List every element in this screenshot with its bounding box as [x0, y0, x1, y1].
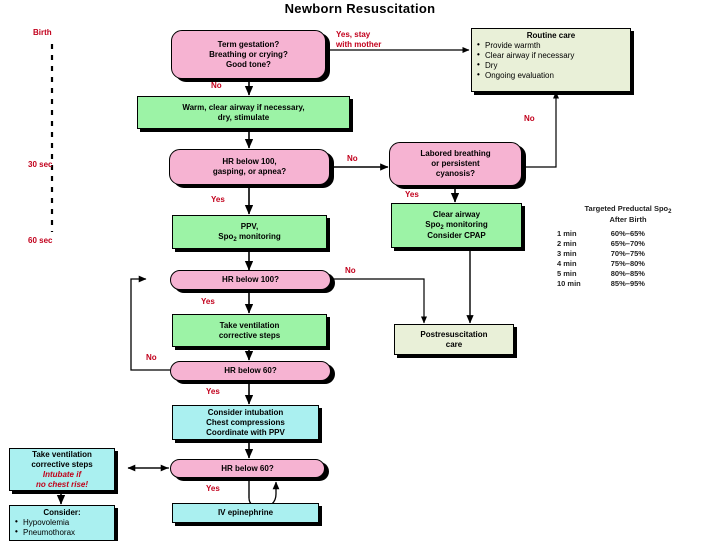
- spo2-range-0: 60%–65%: [610, 228, 645, 238]
- node-term-gestation[interactable]: Term gestation? Breathing or crying? Goo…: [171, 30, 326, 79]
- node-hr100gasp-line1: HR below 100,: [222, 157, 277, 166]
- node-hr-below-60-b[interactable]: HR below 60?: [170, 459, 325, 478]
- node-vent-left-line3: Intubate if: [42, 469, 82, 479]
- spo2-time-2: 3 min: [557, 248, 577, 258]
- edge-label-yes-1: Yes: [211, 195, 225, 204]
- routine-care-bullet-1: Provide warmth: [475, 40, 627, 51]
- node-hr-below-100[interactable]: HR below 100?: [170, 270, 331, 290]
- node-hr-below-100-gasping[interactable]: HR below 100, gasping, or apnea?: [169, 149, 330, 185]
- node-labored-line1: Labored breathing: [420, 149, 491, 158]
- node-vent-left-line1: Take ventilation: [32, 449, 92, 459]
- node-postresus-line2: care: [445, 339, 463, 349]
- timeline-label-birth: Birth: [33, 28, 52, 37]
- spo2-table-row: 1 min 60%–65%: [543, 228, 649, 238]
- spo2-range-4: 80%–85%: [610, 268, 645, 278]
- spo2-range-5: 85%–95%: [610, 278, 645, 288]
- timeline-label-30sec: 30 sec: [28, 160, 53, 169]
- spo2-range-2: 70%–75%: [610, 248, 645, 258]
- spo2-range-3: 75%–80%: [610, 258, 645, 268]
- node-hr60a-line1: HR below 60?: [224, 366, 277, 375]
- page-title: Newborn Resuscitation: [284, 1, 436, 16]
- node-clear-airway-line3: Consider CPAP: [427, 231, 486, 240]
- node-labored-breathing[interactable]: Labored breathing or persistent cyanosis…: [389, 142, 522, 186]
- node-ppv-line1: PPV,: [240, 221, 259, 231]
- node-warm-clear-airway[interactable]: Warm, clear airway if necessary, dry, st…: [137, 96, 350, 129]
- spo2-table-row: 3 min 70%–75%: [543, 248, 649, 258]
- spo2-time-5: 10 min: [557, 278, 581, 288]
- timeline-label-60sec: 60 sec: [28, 236, 53, 245]
- edge-label-no-3: No: [524, 114, 535, 123]
- node-consider-intubation[interactable]: Consider intubation Chest compressions C…: [172, 405, 319, 440]
- routine-care-bullet-2: Clear airway if necessary: [475, 50, 627, 61]
- edge-label-yes-5: Yes: [206, 484, 220, 493]
- node-routine-care[interactable]: Routine care Provide warmth Clear airway…: [471, 28, 631, 92]
- node-ppv[interactable]: PPV, Spo2 monitoring: [172, 215, 327, 249]
- spo2-time-4: 5 min: [557, 268, 577, 278]
- node-postresus-line1: Postresuscitation: [420, 329, 488, 339]
- node-clear-airway[interactable]: Clear airway Spo2 monitoring Consider CP…: [391, 203, 522, 248]
- spo2-table-row: 5 min 80%–85%: [543, 268, 649, 278]
- node-vent-left-line4: no chest rise!: [35, 479, 88, 489]
- node-hr100-line1: HR below 100?: [222, 275, 279, 284]
- node-labored-line2: or persistent: [431, 159, 480, 168]
- node-clear-airway-line1: Clear airway: [432, 210, 481, 219]
- node-hr-below-60-a[interactable]: HR below 60?: [170, 361, 331, 381]
- node-take-ventilation-steps-left[interactable]: Take ventilation corrective steps Intuba…: [9, 448, 115, 491]
- spo2-table-caption: Targeted Preductal Spo2 After Birth: [543, 204, 713, 225]
- node-consider-header: Consider:: [43, 508, 81, 517]
- consider-bullet-2: Pneumothorax: [13, 527, 111, 538]
- spo2-range-1: 65%–70%: [610, 238, 645, 248]
- node-take-ventilation-steps[interactable]: Take ventilation corrective steps: [172, 314, 327, 347]
- spo2-caption-line1: Targeted Preductal Spo2: [584, 204, 672, 215]
- node-intub-line1: Consider intubation: [207, 407, 284, 417]
- node-warm-line2: dry, stimulate: [217, 112, 270, 122]
- consider-bullet-1: Hypovolemia: [13, 517, 111, 528]
- node-postresuscitation-care[interactable]: Postresuscitation care: [394, 324, 514, 355]
- node-consider-box[interactable]: Consider: Hypovolemia Pneumothorax: [9, 505, 115, 541]
- targeted-preductal-spo2-table: Targeted Preductal Spo2 After Birth 1 mi…: [543, 204, 713, 288]
- spo2-table-row: 4 min 75%–80%: [543, 258, 649, 268]
- node-term-gestation-line2: Breathing or crying?: [209, 49, 288, 59]
- node-iv-epinephrine[interactable]: IV epinephrine: [172, 503, 319, 523]
- spo2-time-3: 4 min: [557, 258, 577, 268]
- routine-care-bullet-3: Dry: [475, 60, 627, 71]
- spo2-caption-line2: After Birth: [609, 215, 647, 224]
- node-consider-bullets: Hypovolemia Pneumothorax: [13, 517, 111, 538]
- edge-label-yes-stay-2: with mother: [336, 40, 382, 49]
- routine-care-bullet-4: Ongoing evaluation: [475, 70, 627, 81]
- node-term-gestation-line1: Term gestation?: [217, 39, 280, 49]
- edge-label-no-1: No: [211, 81, 222, 90]
- node-take-vent-line2: corrective steps: [218, 330, 281, 340]
- node-labored-line3: cyanosis?: [435, 169, 476, 178]
- node-term-gestation-line3: Good tone?: [226, 59, 271, 69]
- edge-label-no-2: No: [347, 154, 358, 163]
- node-take-vent-line1: Take ventilation: [219, 320, 280, 330]
- edge-label-yes-2: Yes: [405, 190, 419, 199]
- node-vent-left-line2: corrective steps: [31, 459, 93, 469]
- edge-label-yes-3: Yes: [201, 297, 215, 306]
- node-routine-care-bullets: Provide warmth Clear airway if necessary…: [475, 40, 627, 81]
- node-warm-line1: Warm, clear airway if necessary,: [182, 102, 305, 112]
- node-iv-epi-line1: IV epinephrine: [217, 508, 274, 517]
- spo2-table-row: 10 min 85%–95%: [543, 278, 649, 288]
- edge-label-no-5: No: [146, 353, 157, 362]
- edge-label-no-4: No: [345, 266, 356, 275]
- spo2-time-1: 2 min: [557, 238, 577, 248]
- node-intub-line2: Chest compressions: [206, 417, 285, 427]
- node-ppv-line2: Spo2 monitoring: [218, 231, 281, 243]
- spo2-time-0: 1 min: [557, 228, 577, 238]
- edge-label-yes-stay-1: Yes, stay: [336, 30, 371, 39]
- edge-label-yes-4: Yes: [206, 387, 220, 396]
- node-hr60b-line1: HR below 60?: [221, 463, 274, 473]
- node-clear-airway-line2: Spo2 monitoring: [425, 220, 488, 231]
- node-hr100gasp-line2: gasping, or apnea?: [212, 167, 287, 176]
- node-routine-care-header: Routine care: [526, 31, 576, 40]
- spo2-table-row: 2 min 65%–70%: [543, 238, 649, 248]
- node-intub-line3: Coordinate with PPV: [206, 427, 285, 437]
